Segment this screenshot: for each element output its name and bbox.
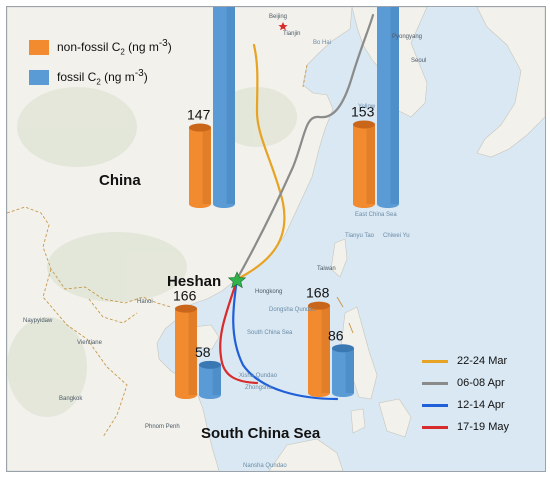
trajectory-label-apr-mid: 12-14 Apr — [457, 399, 505, 411]
country-borders — [7, 64, 308, 438]
borneo-island — [268, 438, 344, 471]
trajectory-legend-mar: 22-24 Mar — [422, 355, 507, 367]
place-nansha: Nansha Qundao — [243, 463, 287, 469]
beijing-marker-icon — [278, 22, 288, 31]
bar-fossil-3 — [332, 344, 354, 397]
trajectory-swatch-apr-early — [422, 381, 448, 385]
bar-non-fossil-1 — [353, 120, 375, 208]
trajectory-legend-apr-early: 06-08 Apr — [422, 377, 505, 389]
legend-fossil: fossil C2 (ng m-3) — [29, 68, 148, 86]
trajectory-label-apr-early: 06-08 Apr — [457, 377, 505, 389]
legend-fossil-close: ) — [143, 70, 148, 84]
place-zhongsha: Zhongsha — [245, 385, 272, 391]
place-hanoi: Hanoi — [137, 299, 153, 305]
place-taiwan: Taiwan — [317, 266, 336, 272]
legend-fossil-label: fossil C2 (ng m-3) — [57, 68, 148, 86]
legend-non-fossil-close: ) — [167, 40, 172, 54]
bar-non-fossil-0 — [189, 123, 211, 208]
trajectory-lines — [219, 13, 375, 401]
non-fossil-swatch — [29, 39, 49, 55]
place-vientiane: Vientiane — [77, 340, 102, 346]
place-phnom-penh: Phnom Penh — [145, 424, 180, 430]
bar-fossil-1 — [377, 7, 399, 208]
value-non-fossil-2: 166 — [173, 288, 197, 304]
base-map: 1474031535501665816886 — [7, 7, 545, 471]
china-label: China — [99, 172, 141, 189]
bar-fossil-0 — [213, 7, 235, 208]
place-hongkong: Hongkong — [255, 289, 283, 295]
place-east-china-sea: East China Sea — [355, 212, 397, 218]
value-non-fossil-3: 168 — [306, 285, 330, 301]
trajectory-line-0 — [235, 43, 286, 281]
place-chiwei-yu: Chiwei Yu — [383, 233, 410, 239]
trajectory-swatch-mar — [422, 359, 448, 363]
south-china-sea-label: South China Sea — [201, 425, 321, 442]
legend-non-fossil: non-fossil C2 (ng m-3) — [29, 38, 172, 56]
legend-fossil-text: fossil C — [57, 70, 97, 84]
legend-fossil-sub: 2 — [96, 77, 101, 87]
place-bangkok: Bangkok — [59, 396, 83, 402]
legend-non-fossil-sub: 2 — [120, 47, 125, 57]
heshan-site-icon — [227, 271, 247, 289]
place-scs-small: South China Sea — [247, 330, 293, 336]
terrain-shading — [7, 87, 297, 417]
bar-groups: 1474031535501665816886 — [173, 7, 399, 399]
place-xisha: Xisha Qundao — [239, 373, 278, 379]
bar-fossil-2 — [199, 360, 221, 399]
place-dongsha: Dongsha Qundao — [269, 307, 317, 313]
taiwan-island — [330, 238, 348, 278]
legend-non-fossil-text: non-fossil C — [57, 40, 121, 54]
heshan-label: Heshan — [167, 273, 222, 290]
place-tianjin: Tianjin — [283, 31, 301, 37]
trajectory-legend-apr-mid: 12-14 Apr — [422, 399, 505, 411]
value-fossil-2: 58 — [195, 344, 211, 360]
place-tianyu-tao: Tianyu Tao — [345, 233, 375, 239]
value-non-fossil-1: 153 — [351, 103, 375, 119]
philippine-islands — [350, 398, 412, 438]
legend-fossil-unit: (ng m — [100, 70, 135, 84]
bar-non-fossil-2 — [175, 304, 197, 399]
legend-fossil-sup: -3 — [134, 68, 144, 79]
trajectory-swatch-may — [422, 425, 448, 429]
value-fossil-3: 86 — [328, 327, 344, 343]
trajectory-label-may: 17-19 May — [457, 421, 509, 433]
fossil-swatch — [29, 69, 49, 85]
trajectory-legend-may: 17-19 May — [422, 421, 509, 433]
legend-non-fossil-label: non-fossil C2 (ng m-3) — [57, 38, 172, 56]
trajectory-line-2 — [232, 277, 339, 401]
sea-dashes — [336, 296, 354, 334]
trajectory-line-1 — [235, 13, 375, 281]
trajectory-line-3 — [219, 277, 259, 385]
legend-non-fossil-sup: -3 — [158, 38, 168, 49]
place-pyongyang: Pyongyang — [392, 34, 423, 40]
legend-non-fossil-unit: (ng m — [124, 40, 159, 54]
place-yellow: Yellow — [358, 104, 376, 110]
bar-non-fossil-3 — [308, 301, 330, 397]
place-bohai: Bo Hai — [313, 40, 332, 46]
place-beijing: Beijing — [269, 14, 288, 20]
map-figure: 1474031535501665816886 non-fossil C2 (ng… — [6, 6, 546, 472]
trajectory-label-mar: 22-24 Mar — [457, 355, 508, 367]
japan-island — [476, 7, 545, 158]
place-naypyidaw: Naypyidaw — [23, 318, 53, 324]
value-non-fossil-0: 147 — [187, 107, 211, 123]
place-seoul: Seoul — [411, 58, 427, 64]
trajectory-swatch-apr-mid — [422, 403, 448, 407]
